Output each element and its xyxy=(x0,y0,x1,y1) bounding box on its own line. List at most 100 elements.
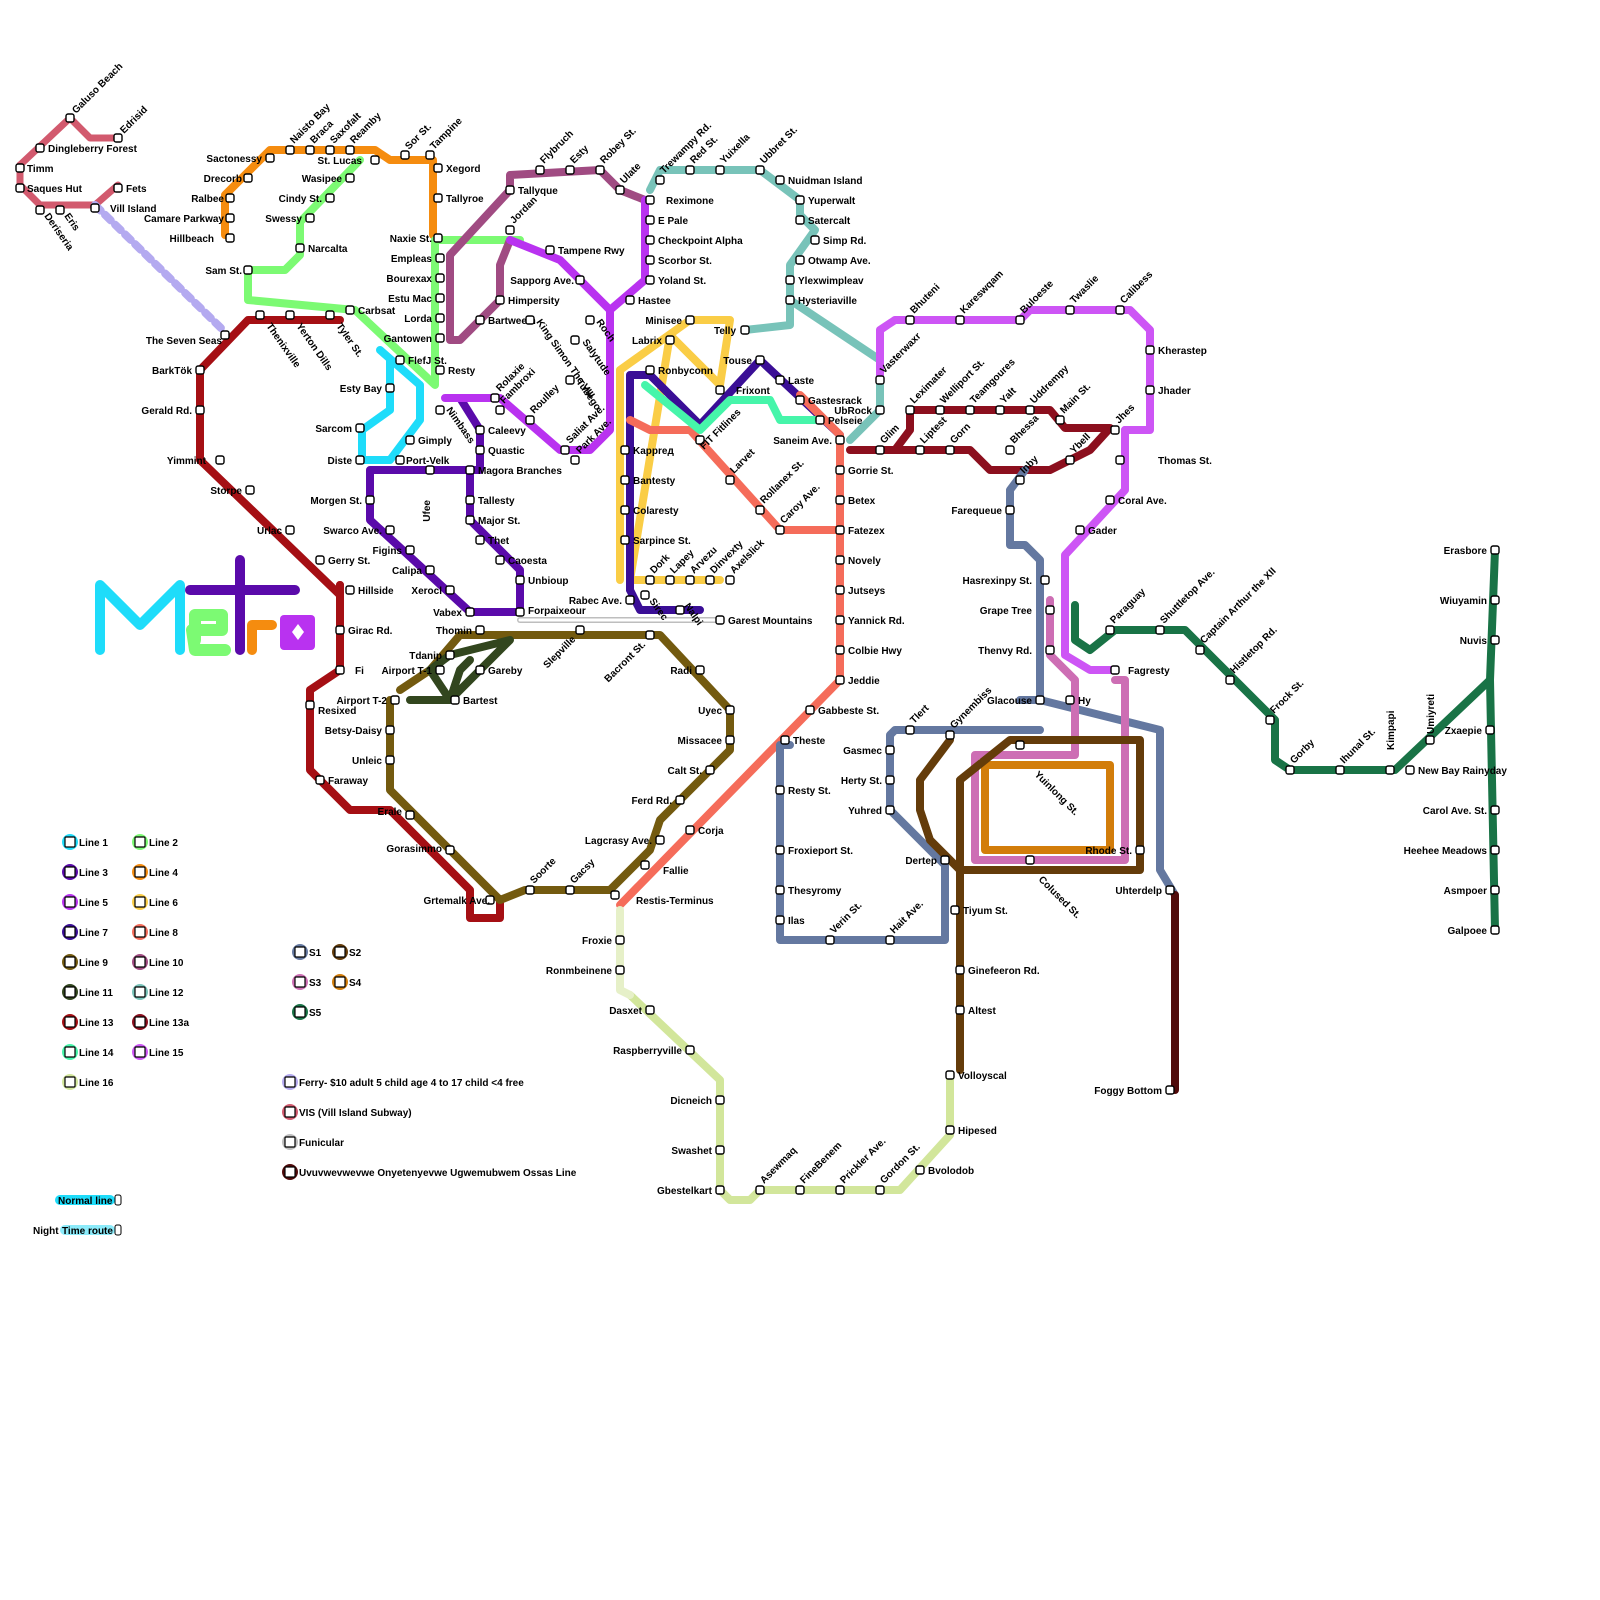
station-marker[interactable] xyxy=(385,383,395,393)
station[interactable]: Nalpi xyxy=(675,601,705,628)
station[interactable]: Kherastep xyxy=(1145,345,1207,357)
station-marker[interactable] xyxy=(755,505,765,515)
station[interactable]: Airport T-2 xyxy=(336,695,400,707)
station-marker[interactable] xyxy=(495,405,505,415)
station-marker[interactable] xyxy=(795,195,805,205)
station[interactable]: Volloyscal xyxy=(945,1070,1007,1082)
station[interactable]: Ufee xyxy=(422,465,435,522)
station-marker[interactable] xyxy=(570,455,580,465)
station[interactable]: Gastesrack xyxy=(795,395,862,407)
station-marker[interactable] xyxy=(1335,765,1345,775)
station-marker[interactable] xyxy=(475,665,485,675)
station[interactable]: Bvolodob xyxy=(915,1165,974,1177)
station-marker[interactable] xyxy=(1065,305,1075,315)
station[interactable]: Grtemalk Ave. xyxy=(423,895,495,907)
station-marker[interactable] xyxy=(435,293,445,303)
station[interactable]: Roulley xyxy=(525,382,562,425)
station[interactable]: Diste xyxy=(328,455,365,467)
station-marker[interactable] xyxy=(243,265,253,275)
station[interactable]: Thenvy Rd. xyxy=(978,645,1055,657)
station[interactable]: Dertep xyxy=(905,855,950,867)
station-marker[interactable] xyxy=(625,595,635,605)
station[interactable]: Major St. xyxy=(465,515,520,527)
station-marker[interactable] xyxy=(915,445,925,455)
station-marker[interactable] xyxy=(435,313,445,323)
station-marker[interactable] xyxy=(475,625,485,635)
station[interactable]: Thomas St. xyxy=(1115,455,1212,467)
station-marker[interactable] xyxy=(113,183,123,193)
station-marker[interactable] xyxy=(435,405,445,415)
station[interactable]: Himpersity xyxy=(495,295,560,307)
station-marker[interactable] xyxy=(385,755,395,765)
station-marker[interactable] xyxy=(1110,665,1120,675)
station-marker[interactable] xyxy=(780,735,790,745)
station-marker[interactable] xyxy=(345,173,355,183)
station-marker[interactable] xyxy=(835,435,845,445)
station[interactable]: Kareswqam xyxy=(955,269,1006,325)
station-marker[interactable] xyxy=(485,895,495,905)
station-marker[interactable] xyxy=(515,575,525,585)
station-marker[interactable] xyxy=(525,415,535,425)
station[interactable]: Dasxet xyxy=(609,1005,655,1017)
station-marker[interactable] xyxy=(675,795,685,805)
station-marker[interactable] xyxy=(365,495,375,505)
station[interactable]: Edrisid xyxy=(113,104,150,143)
station[interactable]: Xerocl xyxy=(411,585,455,597)
station-marker[interactable] xyxy=(490,393,500,403)
station-marker[interactable] xyxy=(795,1185,805,1195)
station[interactable]: Reximone xyxy=(645,195,714,207)
station-marker[interactable] xyxy=(195,405,205,415)
station-marker[interactable] xyxy=(1055,415,1065,425)
station-marker[interactable] xyxy=(885,745,895,755)
station[interactable]: Ginefeeron Rd. xyxy=(955,965,1040,977)
station-marker[interactable] xyxy=(665,335,675,345)
station-marker[interactable] xyxy=(825,935,835,945)
station-marker[interactable] xyxy=(433,163,443,173)
station[interactable]: Resixed xyxy=(305,700,356,717)
station-marker[interactable] xyxy=(1165,885,1175,895)
station[interactable]: Minisee xyxy=(645,315,695,327)
station-marker[interactable] xyxy=(715,1185,725,1195)
station-marker[interactable] xyxy=(475,535,485,545)
station-marker[interactable] xyxy=(875,445,885,455)
station-marker[interactable] xyxy=(435,273,445,283)
station[interactable]: Girac Rd. xyxy=(335,625,393,637)
station-marker[interactable] xyxy=(755,1185,765,1195)
station[interactable]: Novely xyxy=(835,555,881,567)
station[interactable]: Hastee xyxy=(625,295,671,307)
station-marker[interactable] xyxy=(90,203,100,213)
station[interactable]: Yimmint xyxy=(167,455,225,467)
station[interactable]: Asmpoer xyxy=(1444,885,1500,897)
station[interactable]: Sactonessy xyxy=(206,153,275,165)
station-marker[interactable] xyxy=(740,325,750,335)
station-marker[interactable] xyxy=(805,705,815,715)
station[interactable]: Naxie St. xyxy=(390,233,443,245)
station-marker[interactable] xyxy=(1405,765,1415,775)
station-marker[interactable] xyxy=(285,525,295,535)
station[interactable]: Restis-Terminus xyxy=(610,890,714,907)
station-marker[interactable] xyxy=(35,143,45,153)
station-marker[interactable] xyxy=(305,145,315,155)
station-marker[interactable] xyxy=(1115,305,1125,315)
station[interactable]: Timm xyxy=(15,163,54,175)
station-marker[interactable] xyxy=(1265,715,1275,725)
station[interactable]: Caleevy xyxy=(475,425,526,437)
station[interactable]: Hysteriaville xyxy=(785,295,857,307)
station-marker[interactable] xyxy=(725,575,735,585)
station-marker[interactable] xyxy=(1425,735,1435,745)
station-marker[interactable] xyxy=(775,175,785,185)
station-marker[interactable] xyxy=(565,375,575,385)
station[interactable]: Esty Bay xyxy=(340,383,395,395)
station-marker[interactable] xyxy=(645,1005,655,1015)
station-marker[interactable] xyxy=(535,165,545,175)
station-marker[interactable] xyxy=(335,625,345,635)
station-marker[interactable] xyxy=(795,215,805,225)
station-marker[interactable] xyxy=(645,235,655,245)
station-marker[interactable] xyxy=(995,405,1005,415)
station-marker[interactable] xyxy=(1490,805,1500,815)
station-marker[interactable] xyxy=(685,315,695,325)
station-marker[interactable] xyxy=(1040,575,1050,585)
station-marker[interactable] xyxy=(785,295,795,305)
station-marker[interactable] xyxy=(505,225,515,235)
station-marker[interactable] xyxy=(645,630,655,640)
